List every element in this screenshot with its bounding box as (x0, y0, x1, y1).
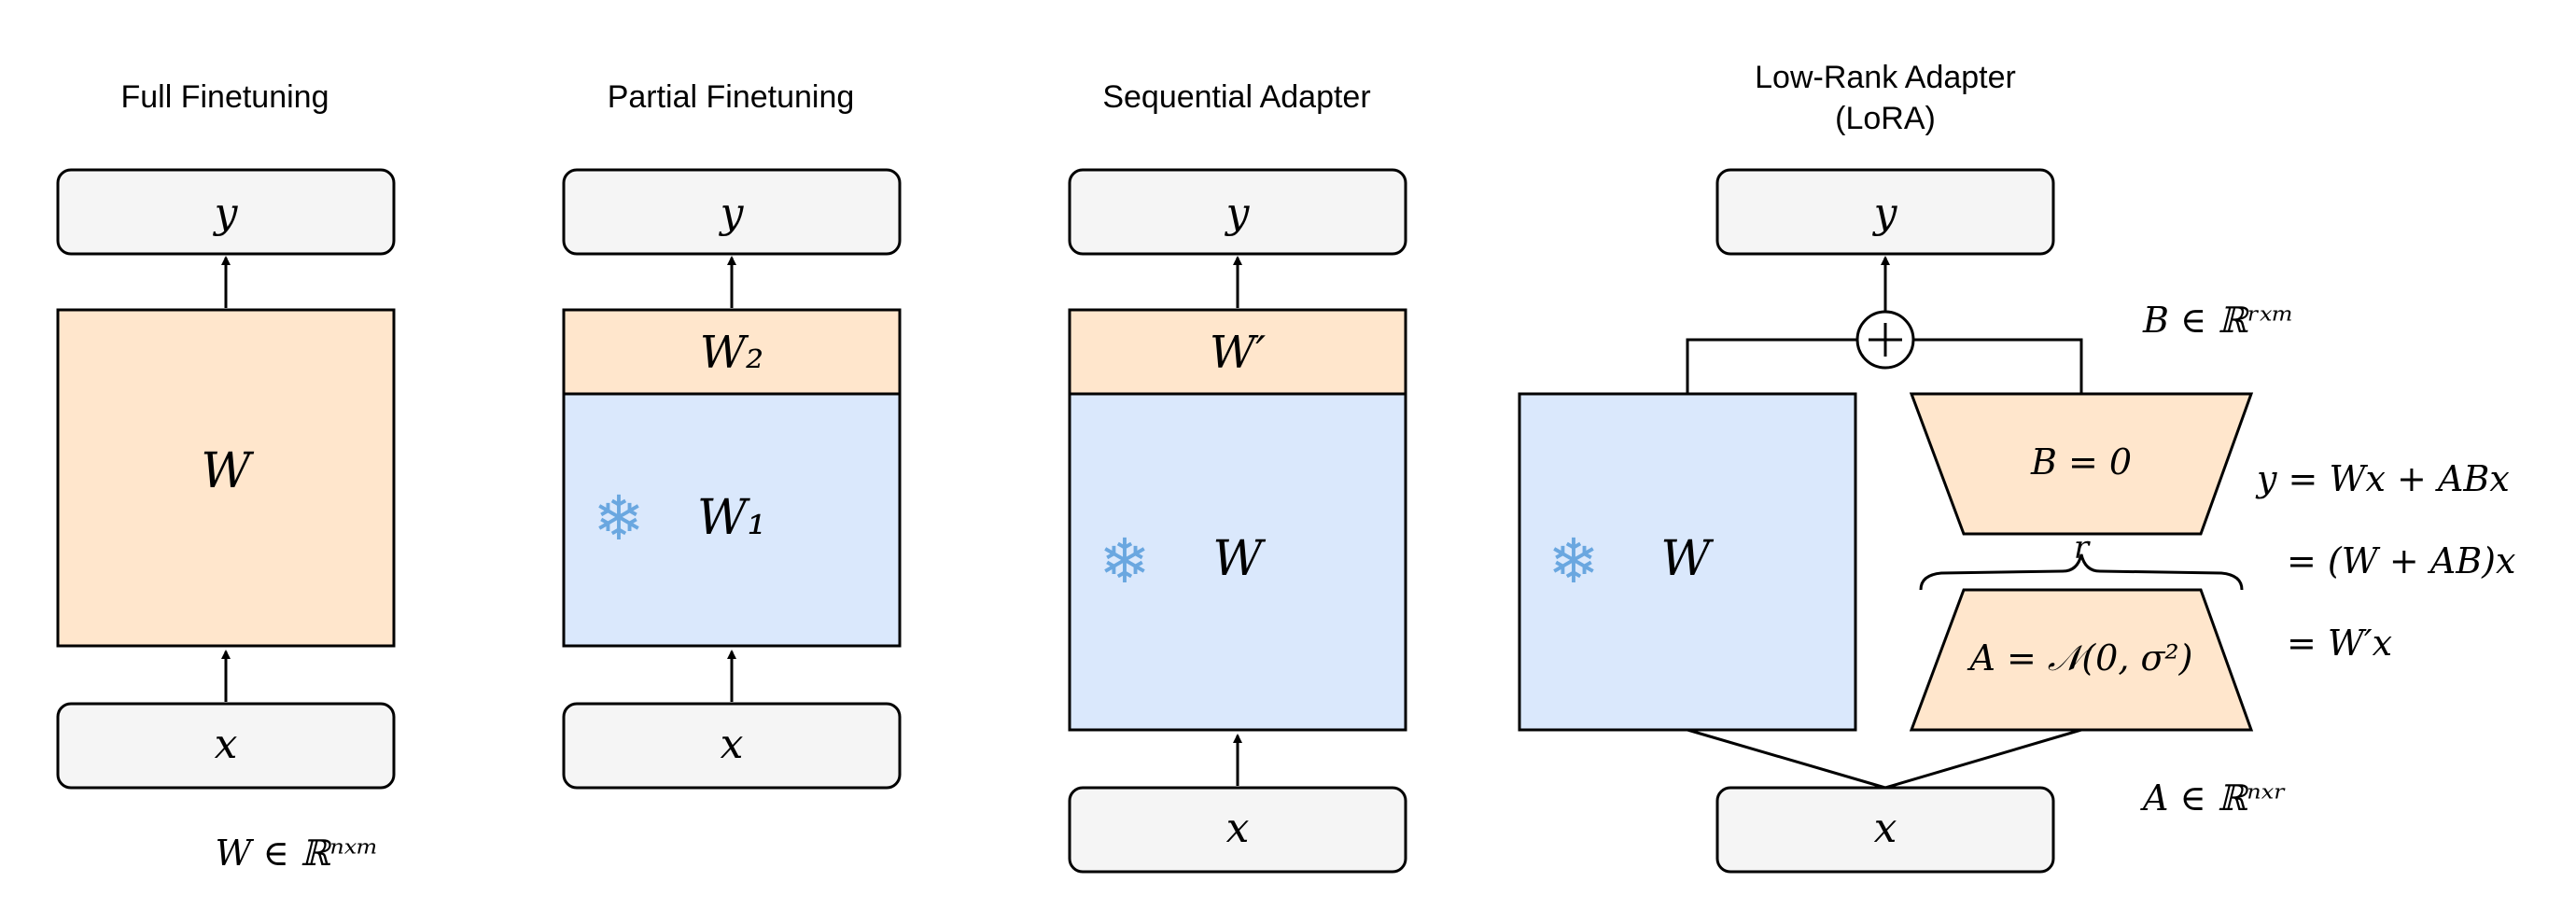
adapter-label: W′ (1210, 327, 1266, 379)
adapter-layer (1068, 308, 1407, 396)
input-node (1715, 786, 2055, 874)
input-label: x (1226, 805, 1250, 852)
weight-label: W (201, 443, 254, 499)
panel-title-line1: Low-Rank Adapter (1755, 60, 2016, 95)
trainable-label: W₂ (700, 327, 764, 379)
a-matrix-block (1909, 588, 2254, 732)
b-matrix-label: B = 0 (2030, 441, 2132, 483)
frozen-branch-line (1686, 338, 1857, 394)
output-label: y (1872, 189, 1898, 237)
frozen-layer (1518, 392, 1857, 732)
panel-sequential-adapter: Sequential Adapter y W′ ❄ W x (1068, 79, 1407, 874)
a-matrix-label: A = 𝒩(0, σ²) (1967, 637, 2192, 679)
frozen-label: W (1660, 531, 1714, 587)
input-to-adapter-line (1884, 728, 2082, 790)
panel-title: Sequential Adapter (1102, 79, 1370, 115)
input-node (1068, 786, 1407, 874)
equation-line-1: y = Wx + ABx (2255, 458, 2510, 499)
rank-brace (1919, 553, 2244, 591)
output-label: y (213, 189, 239, 237)
frozen-label: W₁ (697, 490, 766, 546)
equation-line-2: = (W + AB)x (2287, 540, 2515, 581)
panel-full-finetuning: Full Finetuning y W x W ∈ ℝⁿˣᵐ (56, 79, 396, 874)
a-shape-note: A ∈ ℝⁿˣʳ (2140, 777, 2286, 819)
input-node (56, 702, 396, 790)
snowflake-icon: ❄ (593, 483, 644, 554)
equation-line-3: = W′x (2287, 623, 2392, 664)
frozen-layer (1068, 392, 1407, 732)
output-label: y (719, 189, 745, 237)
weight-block (56, 308, 396, 648)
input-label: x (215, 721, 238, 768)
output-node (56, 168, 396, 256)
input-label: x (1874, 805, 1897, 852)
output-label: y (1225, 189, 1251, 237)
frozen-label: W (1212, 531, 1266, 587)
panel-title: Full Finetuning (120, 79, 329, 115)
panel-title-line2: (LoRA) (1835, 101, 1936, 136)
frozen-layer (562, 392, 902, 648)
input-to-frozen-line (1687, 728, 1886, 790)
weight-shape-note: W ∈ ℝⁿˣᵐ (215, 833, 378, 874)
panel-partial-finetuning: Partial Finetuning y W₂ ❄ W₁ x (562, 79, 902, 790)
output-node (1068, 168, 1407, 256)
adapter-branch-line (1913, 338, 2083, 394)
rank-label: r (2074, 529, 2091, 567)
output-node (1715, 168, 2055, 256)
panel-lora: Low-Rank Adapter (LoRA) y ❄ W B = 0 r A … (1518, 60, 2515, 874)
input-node (562, 702, 902, 790)
snowflake-icon: ❄ (1547, 525, 1599, 597)
trainable-layer (562, 308, 902, 396)
snowflake-icon: ❄ (1099, 525, 1150, 597)
panel-title: Partial Finetuning (608, 79, 855, 115)
input-label: x (721, 721, 744, 768)
b-matrix-block (1909, 392, 2254, 536)
output-node (562, 168, 902, 256)
b-shape-note: B ∈ ℝʳˣᵐ (2142, 300, 2294, 341)
